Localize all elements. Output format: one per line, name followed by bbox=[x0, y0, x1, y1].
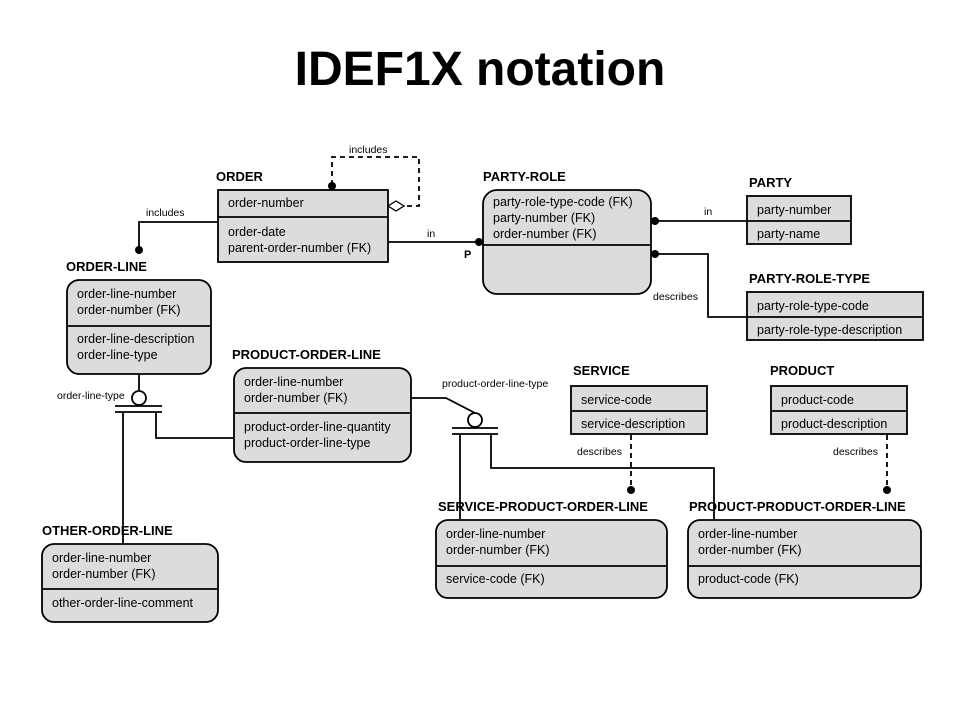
attribute: order-line-type bbox=[77, 348, 158, 362]
key-attribute: order-number (FK) bbox=[52, 567, 156, 581]
order-recursive-dot bbox=[328, 182, 336, 190]
attribute: order-date bbox=[228, 225, 286, 239]
cardinality-p-label: P bbox=[464, 249, 471, 261]
entity-name: PRODUCT-PRODUCT-ORDER-LINE bbox=[689, 499, 906, 514]
entity-box bbox=[482, 189, 652, 295]
party-partyrole-dot bbox=[651, 217, 659, 225]
attribute: product-description bbox=[781, 417, 887, 431]
order-in-label: in bbox=[427, 228, 435, 240]
key-attribute: order-line-number bbox=[446, 527, 545, 541]
order-partyrole-dot bbox=[475, 238, 483, 246]
entity-name: PARTY bbox=[749, 175, 792, 190]
entity-box bbox=[66, 279, 212, 375]
entity-name: ORDER-LINE bbox=[66, 259, 147, 274]
entity-product-order-line: PRODUCT-ORDER-LINE order-line-number ord… bbox=[232, 347, 412, 463]
key-attribute: order-number bbox=[228, 196, 304, 210]
entity-order: ORDER order-number order-date parent-ord… bbox=[216, 169, 389, 263]
entity-name: SERVICE-PRODUCT-ORDER-LINE bbox=[438, 499, 648, 514]
entity-name: SERVICE bbox=[573, 363, 630, 378]
service-spol-dot bbox=[627, 486, 635, 494]
entity-box bbox=[746, 291, 924, 341]
key-attribute: order-number (FK) bbox=[77, 303, 181, 317]
pol-category-line bbox=[411, 397, 476, 414]
entity-box bbox=[217, 189, 389, 263]
describes-service-label: describes bbox=[577, 446, 622, 458]
key-attribute: party-number bbox=[757, 203, 831, 217]
roletype-partyrole-dot bbox=[651, 250, 659, 258]
attribute: product-order-line-type bbox=[244, 436, 370, 450]
orderline-category-circle bbox=[131, 390, 147, 406]
key-attribute: party-number (FK) bbox=[493, 211, 595, 225]
attribute: service-code (FK) bbox=[446, 572, 545, 586]
entity-service-product-order-line: SERVICE-PRODUCT-ORDER-LINE order-line-nu… bbox=[435, 499, 668, 599]
product-ppol-dot bbox=[883, 486, 891, 494]
party-in-label: in bbox=[704, 206, 712, 218]
roletype-partyrole-relationship bbox=[655, 253, 746, 318]
entity-box bbox=[687, 519, 922, 599]
order-line-type-label: order-line-type bbox=[57, 390, 125, 402]
product-order-line-type-label: product-order-line-type bbox=[442, 378, 548, 390]
key-attribute: order-line-number bbox=[244, 375, 343, 389]
entity-party: PARTY party-number party-name bbox=[746, 175, 852, 245]
key-attribute: order-number (FK) bbox=[698, 543, 802, 557]
entity-other-order-line: OTHER-ORDER-LINE order-line-number order… bbox=[41, 523, 219, 623]
entity-order-line: ORDER-LINE order-line-number order-numbe… bbox=[66, 259, 212, 375]
order-recursive-diamond bbox=[386, 200, 406, 212]
entity-product-product-order-line: PRODUCT-PRODUCT-ORDER-LINE order-line-nu… bbox=[687, 499, 922, 599]
key-attribute: order-line-number bbox=[52, 551, 151, 565]
order-orderline-dot bbox=[135, 246, 143, 254]
entity-box bbox=[233, 367, 412, 463]
attribute: product-order-line-quantity bbox=[244, 420, 391, 434]
entity-service: SERVICE service-code service-description bbox=[570, 363, 708, 435]
page-title: IDEF1X notation bbox=[294, 43, 666, 96]
order-orderline-relationship bbox=[138, 221, 218, 250]
entity-party-role-type: PARTY-ROLE-TYPE party-role-type-code par… bbox=[746, 271, 924, 341]
entity-name: OTHER-ORDER-LINE bbox=[42, 523, 173, 538]
attribute: party-name bbox=[757, 227, 820, 241]
key-attribute: order-line-number bbox=[77, 287, 176, 301]
attribute: parent-order-number (FK) bbox=[228, 241, 371, 255]
entity-name: PRODUCT-ORDER-LINE bbox=[232, 347, 381, 362]
pol-category-to-product bbox=[490, 434, 715, 519]
entity-box bbox=[435, 519, 668, 599]
attribute: product-code (FK) bbox=[698, 572, 799, 586]
entity-name: PRODUCT bbox=[770, 363, 834, 378]
order-recursive-relationship bbox=[331, 156, 420, 207]
entity-product: PRODUCT product-code product-description bbox=[770, 363, 908, 435]
describes-product-label: describes bbox=[833, 446, 878, 458]
entity-party-role: PARTY-ROLE party-role-type-code (FK) par… bbox=[482, 169, 652, 295]
category-to-product-order-line bbox=[155, 412, 234, 439]
key-attribute: order-number (FK) bbox=[244, 391, 348, 405]
attribute: service-description bbox=[581, 417, 685, 431]
entity-name: PARTY-ROLE bbox=[483, 169, 566, 184]
attribute: other-order-line-comment bbox=[52, 596, 194, 610]
attribute: party-role-type-description bbox=[757, 323, 902, 337]
entity-box bbox=[746, 195, 852, 245]
key-attribute: order-number (FK) bbox=[446, 543, 550, 557]
pol-category-circle bbox=[467, 412, 483, 428]
includes-line-label: includes bbox=[146, 207, 185, 219]
attribute: order-line-description bbox=[77, 332, 194, 346]
entity-box bbox=[570, 385, 708, 435]
key-attribute: order-line-number bbox=[698, 527, 797, 541]
key-attribute: party-role-type-code (FK) bbox=[493, 195, 633, 209]
entity-box bbox=[770, 385, 908, 435]
key-attribute: party-role-type-code bbox=[757, 299, 869, 313]
key-attribute: order-number (FK) bbox=[493, 227, 597, 241]
entity-name: PARTY-ROLE-TYPE bbox=[749, 271, 870, 286]
describes-role-label: describes bbox=[653, 291, 698, 303]
includes-self-label: includes bbox=[349, 144, 388, 156]
key-attribute: product-code bbox=[781, 393, 854, 407]
key-attribute: service-code bbox=[581, 393, 652, 407]
entity-box bbox=[41, 543, 219, 623]
entity-name: ORDER bbox=[216, 169, 264, 184]
